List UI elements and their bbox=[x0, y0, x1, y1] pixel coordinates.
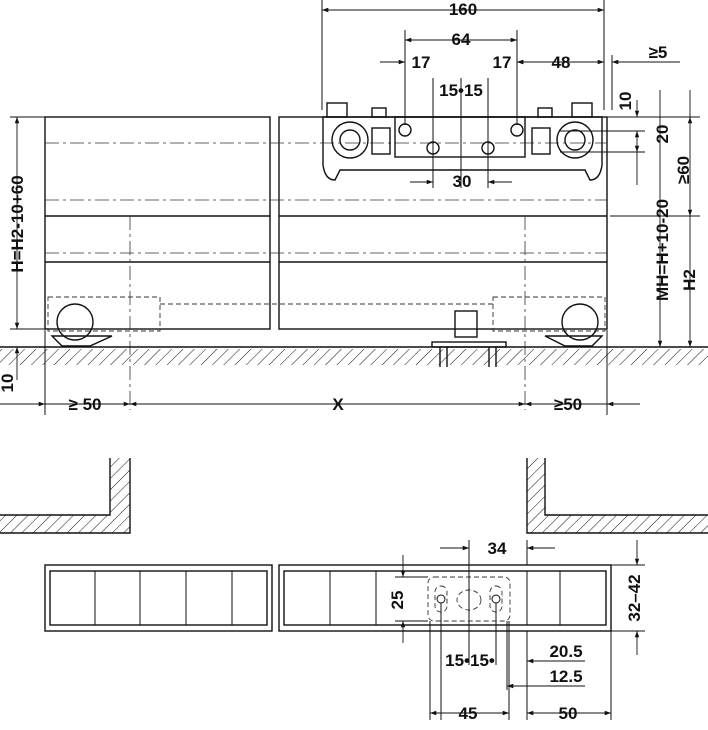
left-door-panel bbox=[44, 116, 271, 330]
dim-17-right: 17 bbox=[493, 53, 512, 72]
dim-32-42: 32–42 bbox=[625, 574, 644, 621]
dim-50-plan: 50 bbox=[559, 704, 578, 723]
dim-15-15-plan: 15•15• bbox=[445, 651, 495, 670]
dim-17-left: 17 bbox=[412, 53, 431, 72]
dim-mh: MH=H+10-20 bbox=[653, 199, 672, 301]
dim-10-left: 10 bbox=[0, 374, 17, 393]
dim-10-top: 10 bbox=[616, 92, 635, 111]
dim-h2: H2 bbox=[680, 269, 699, 291]
dim-20: 20 bbox=[653, 125, 672, 144]
dim-gte-5: ≥5 bbox=[649, 43, 668, 62]
dim-15-15-top: 15•15 bbox=[439, 81, 483, 100]
dim-12-5: 12.5 bbox=[549, 667, 582, 686]
dim-gte-50-right: ≥50 bbox=[554, 395, 582, 414]
dim-34: 34 bbox=[488, 539, 507, 558]
dim-64: 64 bbox=[452, 30, 471, 49]
dim-48: 48 bbox=[552, 53, 571, 72]
dim-25: 25 bbox=[388, 591, 407, 610]
dim-x: X bbox=[332, 395, 344, 414]
top-roller-assembly bbox=[322, 102, 603, 181]
dim-gte-50-left: ≥ 50 bbox=[69, 395, 102, 414]
dim-45: 45 bbox=[459, 704, 478, 723]
dim-30: 30 bbox=[453, 172, 472, 191]
dim-gte-60: ≥60 bbox=[674, 156, 693, 184]
dim-20-5: 20.5 bbox=[549, 642, 582, 661]
elevation-view: 160 64 17 17 48 ≥5 15•15 30 10 20 ≥60 bbox=[0, 0, 708, 415]
plan-view: 34 25 32–42 15•15• 20.5 12.5 45 50 bbox=[0, 458, 708, 723]
dim-160: 160 bbox=[449, 0, 477, 19]
dim-h: H=H2-10+60 bbox=[8, 175, 27, 272]
